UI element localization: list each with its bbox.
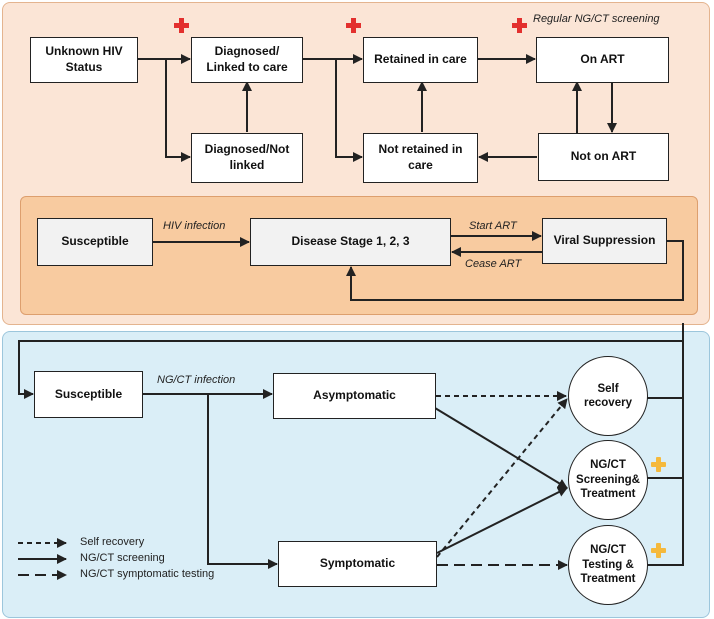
legend-self-recovery: Self recovery — [80, 536, 145, 548]
arrow-symptomatic-to-screening — [436, 487, 568, 554]
arrow-linked-to-not-retained — [335, 59, 363, 162]
not-on-art-box: Not on ART — [538, 133, 669, 181]
arrow-asymptomatic-to-screening — [434, 407, 568, 489]
legend-screening: NG/CT screening — [80, 552, 165, 564]
diagnosed-linked-box: Diagnosed/ Linked to care — [191, 37, 303, 83]
unknown-hiv-status-box: Unknown HIV Status — [30, 37, 138, 83]
viral-suppression-box: Viral Suppression — [542, 218, 667, 264]
ngct-infection-label: NG/CT infection — [157, 374, 236, 386]
disease-stage-box: Disease Stage 1, 2, 3 — [250, 218, 451, 266]
arrow-return-to-susceptible — [18, 323, 684, 399]
hiv-infection-label: HIV infection — [163, 220, 226, 232]
treatment-cross-icon — [651, 457, 666, 472]
not-retained-in-care-box: Not retained in care — [363, 133, 478, 183]
screening-treatment-circle: NG/CT Screening& Treatment — [568, 440, 648, 520]
symptomatic-box: Symptomatic — [278, 541, 437, 587]
arrow-susceptible-to-symptomatic — [207, 394, 278, 569]
line-testing-return — [647, 341, 684, 566]
asymptomatic-box: Asymptomatic — [273, 373, 436, 419]
start-art-label: Start ART — [469, 220, 517, 232]
cease-art-label: Cease ART — [465, 258, 522, 270]
treatment-cross-icon — [651, 543, 666, 558]
retained-in-care-box: Retained in care — [363, 37, 478, 83]
screening-cross-icon — [346, 18, 361, 33]
arrow-symptomatic-to-self-recovery — [436, 398, 568, 558]
testing-treatment-circle: NG/CT Testing & Treatment — [568, 525, 648, 605]
screening-cross-icon — [174, 18, 189, 33]
screening-cross-icon — [512, 18, 527, 33]
legend-symptomatic-testing: NG/CT symptomatic testing — [80, 568, 215, 580]
arrow-viral-suppression-loop — [346, 240, 684, 301]
regular-screening-label: Regular NG/CT screening — [533, 13, 660, 25]
arrow-unknown-to-not-linked — [165, 59, 191, 162]
hiv-susceptible-box: Susceptible — [37, 218, 153, 266]
diagnosed-not-linked-box: Diagnosed/Not linked — [191, 133, 303, 183]
on-art-box: On ART — [536, 37, 669, 83]
ngct-susceptible-box: Susceptible — [34, 371, 143, 418]
self-recovery-circle: Self recovery — [568, 356, 648, 436]
